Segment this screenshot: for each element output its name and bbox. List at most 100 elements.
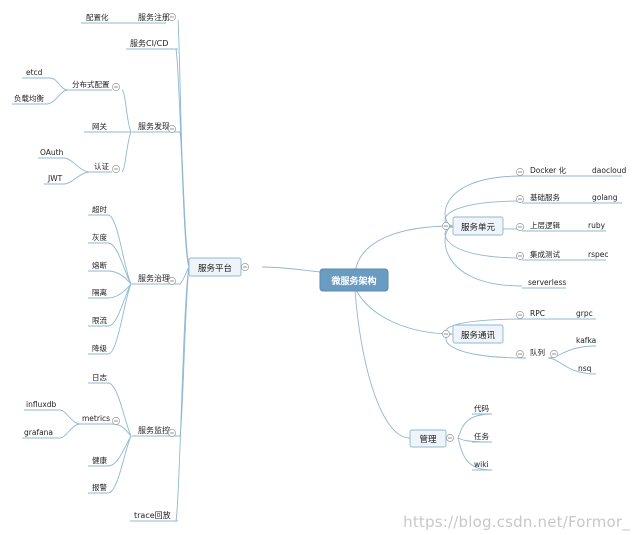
collapse-icon[interactable] <box>168 277 176 285</box>
edge-dist-lb <box>45 89 69 105</box>
unit-tool-golang[interactable]: golang <box>592 193 618 202</box>
edge-mon-metrics <box>111 423 132 437</box>
influxdb-label[interactable]: influxdb <box>26 400 57 409</box>
comm-rpc-label[interactable]: RPC <box>530 309 545 318</box>
edge-mon-log <box>107 382 132 437</box>
manage-task-label[interactable]: 任务 <box>474 431 489 441</box>
gateway-label[interactable]: 网关 <box>92 121 107 131</box>
load-balance-label[interactable]: 负载均衡 <box>14 93 44 103</box>
comm-grpc-label[interactable]: grpc <box>576 309 593 318</box>
edge-dist-etcd <box>49 77 69 91</box>
units-label: 服务单元 <box>461 222 496 233</box>
edge-discovery-distributed <box>121 89 132 133</box>
comm-kafka-label[interactable]: kafka <box>576 336 596 345</box>
collapse-icon[interactable] <box>516 252 524 260</box>
manage-label: 管理 <box>419 434 437 445</box>
edge-root-comm <box>354 287 454 335</box>
node-manage[interactable]: 管理 <box>409 429 447 448</box>
comm-queue-label[interactable]: 队列 <box>530 347 545 357</box>
registry-config-label[interactable]: 配置化 <box>86 12 109 22</box>
edge-discovery-auth <box>121 131 132 173</box>
jwt-label[interactable]: JWT <box>47 174 63 183</box>
platform-children: 服务注册 配置化 服务CI/CD 服务发现 分布式配置 etcd 负载均衡 网关… <box>14 12 171 520</box>
collapse-icon[interactable] <box>112 83 120 91</box>
gov-item-degrade[interactable]: 降级 <box>92 343 107 353</box>
node-platform[interactable]: 服务平台 <box>188 257 242 277</box>
unit-item-serverless[interactable]: serverless <box>528 278 566 287</box>
node-units[interactable]: 服务单元 <box>452 216 504 236</box>
collapse-icon[interactable] <box>168 429 176 437</box>
comm-nsq-label[interactable]: nsq <box>578 364 592 373</box>
governance-label[interactable]: 服务治理 <box>138 273 170 283</box>
units-children: Docker 化 daocloud 基础服务 golang 上层逻辑 ruby … <box>528 165 626 287</box>
collapse-icon[interactable] <box>446 434 454 442</box>
collapse-icon[interactable] <box>516 350 524 358</box>
root-label: 微服务架构 <box>330 275 376 287</box>
grafana-label[interactable]: grafana <box>24 428 53 437</box>
edge-gov-6 <box>107 283 132 355</box>
metrics-label[interactable]: metrics <box>82 414 110 423</box>
root-node[interactable]: 微服务架构 <box>319 268 389 292</box>
collapse-icon[interactable] <box>112 165 120 173</box>
edge-root-platform <box>261 266 321 273</box>
unit-item-test[interactable]: 集成测试 <box>530 249 560 259</box>
unit-item-base[interactable]: 基础服务 <box>530 192 560 202</box>
gov-item-ratelimit[interactable]: 限流 <box>92 315 107 325</box>
leaf-underlines <box>12 48 492 522</box>
etcd-label[interactable]: etcd <box>26 68 43 77</box>
edge-mon-health <box>107 435 132 467</box>
unit-tool-daocloud[interactable]: daocloud <box>592 166 626 175</box>
collapse-icon[interactable] <box>442 330 450 338</box>
comm-label: 服务通讯 <box>461 330 496 341</box>
edge-root-units <box>354 225 454 273</box>
node-comm[interactable]: 服务通讯 <box>452 324 504 344</box>
mon-log-label[interactable]: 日志 <box>92 372 107 382</box>
edge-platform-discovery <box>179 131 190 268</box>
unit-item-docker[interactable]: Docker 化 <box>530 165 567 175</box>
collapse-icon[interactable] <box>516 168 524 176</box>
gov-item-gray[interactable]: 灰度 <box>92 232 107 242</box>
edge-platform-governance <box>179 266 190 285</box>
edge-manage-3 <box>457 437 493 471</box>
mon-health-label[interactable]: 健康 <box>92 455 107 465</box>
collapse-icon[interactable] <box>168 125 176 133</box>
discovery-label[interactable]: 服务发现 <box>138 121 170 131</box>
oauth-label[interactable]: OAuth <box>40 148 64 157</box>
trace-label[interactable]: trace回放 <box>134 510 171 520</box>
monitoring-label[interactable]: 服务监控 <box>138 425 170 435</box>
registry-label[interactable]: 服务注册 <box>138 12 170 22</box>
edge-gov-1 <box>107 214 132 285</box>
collapse-icon[interactable] <box>241 263 249 271</box>
edge-mon-alert <box>107 435 132 494</box>
mon-alert-label[interactable]: 报警 <box>92 482 107 492</box>
collapse-icon[interactable] <box>442 222 450 230</box>
gov-item-isolation[interactable]: 隔离 <box>92 287 107 297</box>
auth-label[interactable]: 认证 <box>94 161 109 171</box>
edge-queue-nsq <box>547 357 597 375</box>
collapse-icon[interactable] <box>516 195 524 203</box>
collapse-icon[interactable] <box>516 311 524 319</box>
unit-tool-rspec[interactable]: rspec <box>588 250 609 259</box>
cicd-label[interactable]: 服务CI/CD <box>130 38 168 48</box>
gov-item-breaker[interactable]: 熔断 <box>92 260 107 270</box>
manage-code-label[interactable]: 代码 <box>474 403 489 413</box>
edge-gov-4 <box>107 283 132 299</box>
manage-wiki-label[interactable]: wiki <box>474 460 489 469</box>
edge-platform-trace <box>175 266 190 522</box>
distributed-config-label[interactable]: 分布式配置 <box>72 79 110 89</box>
manage-children: 代码 任务 wiki <box>474 403 489 469</box>
platform-label: 服务平台 <box>198 263 232 274</box>
edge-gov-2 <box>107 242 132 285</box>
unit-tool-ruby[interactable]: ruby <box>588 221 606 230</box>
edge-gov-5 <box>107 283 132 327</box>
collapse-icon[interactable] <box>168 13 176 21</box>
collapse-icon[interactable] <box>550 350 558 358</box>
collapse-icon[interactable] <box>112 417 120 425</box>
gov-item-timeout[interactable]: 超时 <box>92 204 107 214</box>
collapse-icon[interactable] <box>516 223 524 231</box>
collapse-toggles <box>112 13 558 442</box>
unit-item-logic[interactable]: 上层逻辑 <box>530 220 560 230</box>
edge-root-manage <box>354 289 411 439</box>
edge-metrics-influx <box>59 409 81 425</box>
